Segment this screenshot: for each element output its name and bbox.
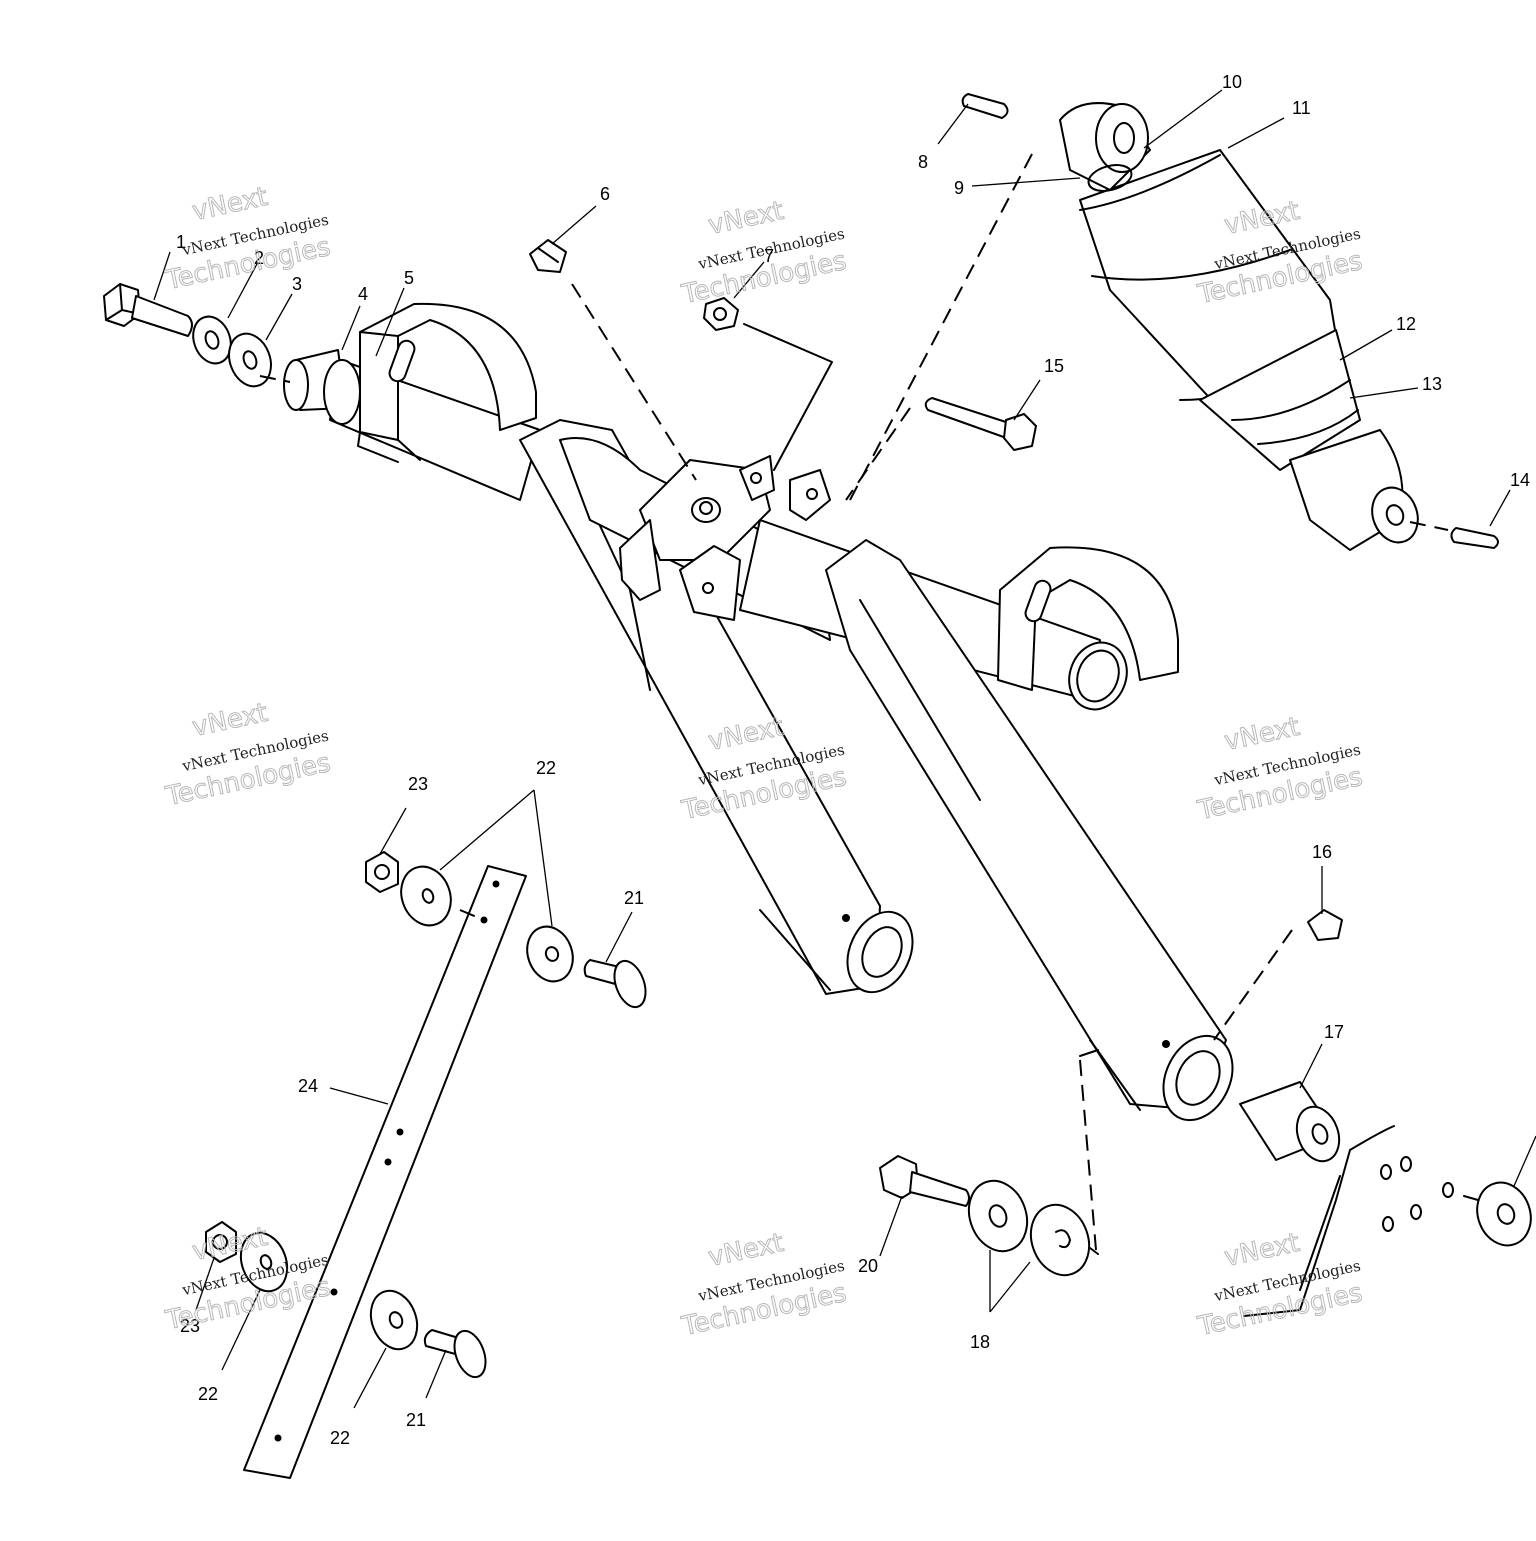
callout-12: 12 [1396,314,1416,334]
svg-text:vNext: vNext [1222,712,1303,757]
svg-text:vNext: vNext [706,196,787,241]
assembly-lines [259,153,1479,1255]
part-23-nut-upper [365,851,399,893]
part-18-washers [967,1179,1091,1277]
callout-7: 7 [764,246,774,266]
part-21-pin-upper [583,959,647,1009]
part-16-grease-fitting [1307,909,1343,941]
callout-5: 5 [404,268,414,288]
part-19-washer [1476,1181,1532,1247]
callout-11: 11 [1292,98,1311,118]
callout-10: 10 [1222,72,1242,92]
svg-text:vNext: vNext [190,182,271,227]
part-2-washer [192,315,232,365]
callout-20: 20 [858,1256,878,1276]
part-20-bolt [879,1155,970,1207]
callout-22-upper: 22 [536,758,556,778]
callout-24: 24 [298,1076,318,1096]
callout-23-lower: 23 [180,1316,200,1336]
callout-numbers: 1 2 3 4 5 6 7 8 9 10 11 12 13 14 15 16 1… [176,72,1530,1448]
callout-6: 6 [600,184,610,204]
part-22-washer-upper-left [400,865,452,927]
watermark: vNext Technologies vNext Technologies [1194,711,1366,826]
callout-1: 1 [176,232,186,252]
torque-arm-assembly [323,302,1234,1122]
svg-text:vNext: vNext [706,1228,787,1273]
part-24-strap [243,865,527,1479]
part-23-nut-lower [205,1221,237,1263]
part-3-washer [228,332,272,388]
callout-21-lower: 21 [406,1410,426,1430]
watermark: vNext Technologies vNext Technologies [678,1227,850,1342]
callout-13: 13 [1422,374,1442,394]
callout-4: 4 [358,284,368,304]
svg-text:vNext: vNext [190,698,271,743]
part-14-pin [1450,527,1499,549]
part-8-pin [961,93,1009,119]
callout-8: 8 [918,152,928,172]
callout-3: 3 [292,274,302,294]
leader-lines [153,89,1536,1409]
part-17-bushing [1239,1081,1341,1163]
callout-17: 17 [1324,1022,1344,1042]
part-7-nut [703,297,739,331]
part-22-washer-upper-right [526,925,574,983]
watermark: vNext Technologies vNext Technologies [678,711,850,826]
callout-23-upper: 23 [408,774,428,794]
callout-21-upper: 21 [624,888,644,908]
watermark: vNext Technologies vNext Technologies [678,195,850,310]
callout-9: 9 [954,178,964,198]
part-15-bolt [924,397,1037,451]
part-1-bolt [103,283,193,337]
callout-22-lower-right: 22 [330,1428,350,1448]
callout-16: 16 [1312,842,1332,862]
callout-15: 15 [1044,356,1064,376]
watermark: vNext Technologies vNext Technologies [162,697,334,812]
callout-14: 14 [1510,470,1530,490]
watermark: vNext Technologies vNext Technologies [1194,1227,1366,1342]
callout-22-lower-left: 22 [198,1384,218,1404]
part-22-washer-lower-right [369,1289,419,1351]
svg-text:vNext: vNext [1222,1228,1303,1273]
part-6-grease-fitting [529,239,567,273]
shock-absorber [1059,102,1419,551]
part-21-pin-lower [423,1329,487,1379]
callout-18: 18 [970,1332,990,1352]
callout-2: 2 [254,248,264,268]
part-22-washer-lower-left [239,1231,289,1293]
slide-rail-fragment [1243,1125,1454,1317]
